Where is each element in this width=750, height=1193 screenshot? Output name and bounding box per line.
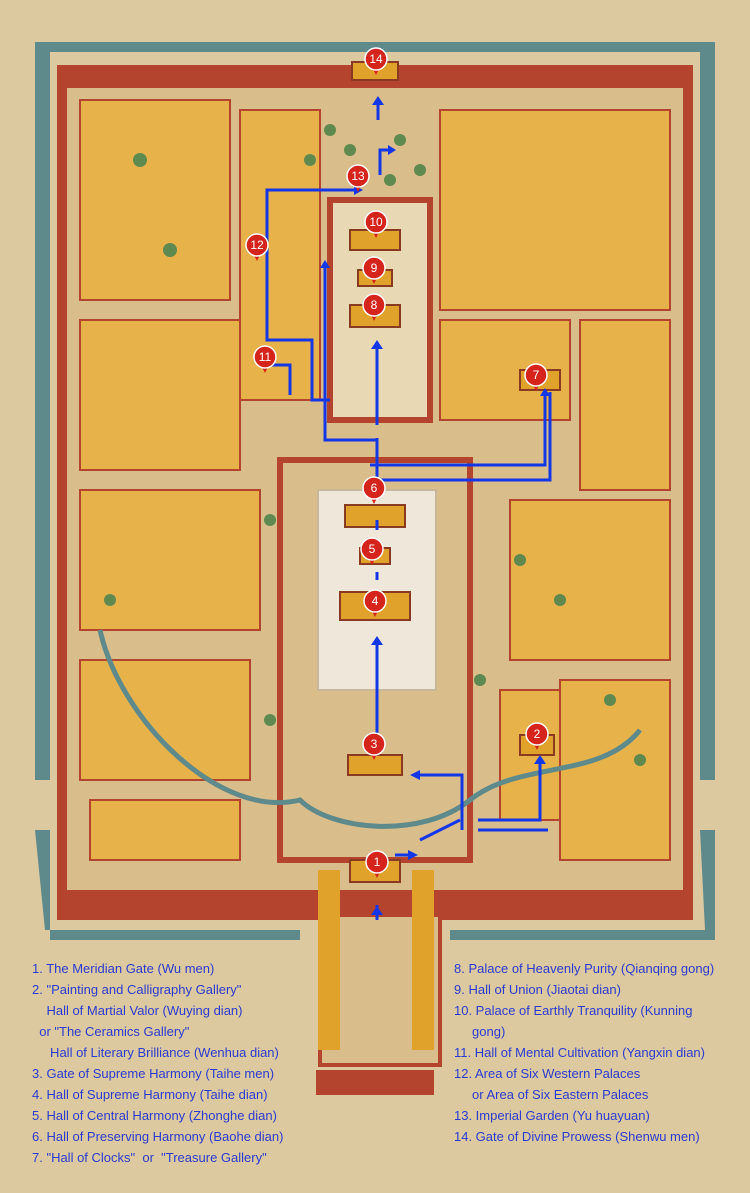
legend-item: 8. Palace of Heavenly Purity (Qianqing g…: [454, 961, 715, 976]
route-arrowheads: [320, 96, 550, 915]
legend-item: 13. Imperial Garden (Yu huayuan): [454, 1108, 650, 1123]
map-marker-8[interactable]: 8: [362, 293, 386, 321]
map-marker-13[interactable]: 13: [346, 164, 370, 192]
legend-item: 7. "Hall of Clocks" or "Treasure Gallery…: [32, 1150, 267, 1165]
map-marker-11[interactable]: 11: [253, 345, 277, 373]
map-marker-label: 1: [374, 855, 381, 869]
legend-item: 12. Area of Six Western Palaces: [454, 1066, 641, 1081]
map-marker-7[interactable]: 7: [524, 363, 548, 391]
map-marker-4[interactable]: 4: [363, 589, 387, 617]
map-marker-label: 4: [372, 594, 379, 608]
map-marker-14[interactable]: 14: [364, 47, 388, 75]
map-marker-pin: [360, 537, 384, 561]
legend-item: 6. Hall of Preserving Harmony (Baohe dia…: [32, 1129, 284, 1144]
map-marker-9[interactable]: 9: [362, 256, 386, 284]
legend-item: or Area of Six Eastern Palaces: [454, 1087, 649, 1102]
map-marker-12[interactable]: 12: [245, 233, 269, 261]
map-marker-pin: [524, 363, 548, 387]
map-marker-label: 7: [533, 368, 540, 382]
map-marker-label: 6: [371, 481, 378, 495]
map-marker-label: 3: [371, 737, 378, 751]
inner-golden-water-river: [97, 629, 642, 829]
map-marker-pin: [525, 722, 549, 746]
legend-item: 11. Hall of Mental Cultivation (Yangxin …: [454, 1045, 705, 1060]
legend-item: 14. Gate of Divine Prowess (Shenwu men): [454, 1129, 700, 1144]
legend-item: 2. "Painting and Calligraphy Gallery": [32, 982, 242, 997]
map-marker-label: 10: [369, 215, 383, 229]
legend-item: 4. Hall of Supreme Harmony (Taihe dian): [32, 1087, 268, 1102]
west-palace-blocks: [79, 99, 321, 861]
map-marker-label: 14: [369, 52, 383, 66]
legend-item: Hall of Literary Brilliance (Wenhua dian…: [32, 1045, 279, 1060]
map-marker-pin: [362, 732, 386, 756]
legend-item: gong): [454, 1024, 506, 1039]
map-marker-pin: [362, 476, 386, 500]
map-marker-pin: [362, 256, 386, 280]
map-marker-label: 5: [369, 542, 376, 556]
map-marker-label: 2: [534, 727, 541, 741]
legend-item: 9. Hall of Union (Jiaotai dian): [454, 982, 621, 997]
map-marker-5[interactable]: 5: [360, 537, 384, 565]
garden-trees: [104, 124, 646, 766]
map-marker-6[interactable]: 6: [362, 476, 386, 504]
map-marker-label: 9: [371, 261, 378, 275]
legend-item: 5. Hall of Central Harmony (Zhonghe dian…: [32, 1108, 277, 1123]
map-marker-pin: [346, 164, 370, 188]
tiananmen-gate: [316, 1070, 434, 1095]
legend-item: 10. Palace of Earthly Tranquility (Kunni…: [454, 1003, 693, 1018]
map-marker-10[interactable]: 10: [364, 210, 388, 238]
map-marker-pin: [253, 345, 277, 369]
map-marker-3[interactable]: 3: [362, 732, 386, 760]
meridian-gate-wings-right: [412, 870, 434, 1050]
map-marker-1[interactable]: 1: [365, 850, 389, 878]
map-marker-label: 11: [259, 350, 272, 364]
map-marker-pin: [363, 589, 387, 613]
map-marker-pin: [245, 233, 269, 257]
map-marker-label: 12: [250, 238, 264, 252]
map-marker-pin: [364, 47, 388, 71]
outer-wall-south: [62, 890, 688, 912]
legend-item: 1. The Meridian Gate (Wu men): [32, 961, 215, 976]
map-marker-pin: [364, 210, 388, 234]
legend-item: Hall of Martial Valor (Wuying dian): [32, 1003, 243, 1018]
meridian-gate-wings-left: [318, 870, 340, 1050]
moat-east: [700, 52, 715, 780]
legend-right-column: 8. Palace of Heavenly Purity (Qianqing g…: [454, 958, 744, 1147]
map-marker-label: 13: [351, 169, 365, 183]
legend-item: or "The Ceramics Gallery": [32, 1024, 190, 1039]
moat-west: [35, 52, 50, 780]
legend-left-column: 1. The Meridian Gate (Wu men) 2. "Painti…: [32, 958, 442, 1168]
legend-item: 3. Gate of Supreme Harmony (Taihe men): [32, 1066, 275, 1081]
map-marker-label: 8: [371, 298, 378, 312]
tour-route: [265, 100, 552, 920]
map-marker-2[interactable]: 2: [525, 722, 549, 750]
map-marker-pin: [365, 850, 389, 874]
map-marker-pin: [362, 293, 386, 317]
